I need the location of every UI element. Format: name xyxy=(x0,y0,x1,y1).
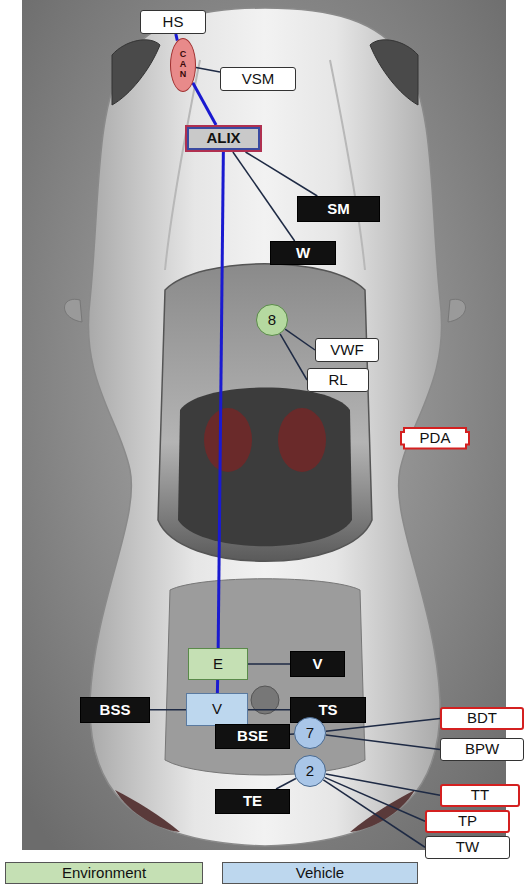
right-taillight xyxy=(350,790,415,832)
left-seat xyxy=(204,408,252,472)
module-box: BDT xyxy=(440,707,524,730)
glass-canopy xyxy=(158,264,372,562)
node-label: RL xyxy=(328,372,347,389)
node-label: W xyxy=(296,245,310,262)
connector-line xyxy=(285,329,315,350)
right-seat xyxy=(278,408,326,472)
node-label: V xyxy=(212,701,222,718)
node-label: ALIX xyxy=(206,130,240,147)
right-headlight xyxy=(370,40,418,105)
sensor-box: BSE xyxy=(215,724,290,749)
cockpit-interior xyxy=(178,388,352,547)
node-label: TE xyxy=(243,793,262,810)
module-box: VSM xyxy=(220,67,296,91)
node-label: TW xyxy=(456,839,479,856)
module-box: TW xyxy=(425,836,510,859)
sensor-box: SM xyxy=(297,196,380,222)
node-label: TS xyxy=(318,702,337,719)
legend-label: Environment xyxy=(62,865,146,882)
callout-number: 7 xyxy=(294,717,326,749)
node-label: 8 xyxy=(268,312,276,329)
bus-line xyxy=(218,152,223,648)
device-outline xyxy=(401,428,469,449)
controller-box: ALIX xyxy=(185,125,262,152)
environment-box: E xyxy=(188,648,248,680)
bus-ellipse: CAN xyxy=(170,38,196,92)
connector-line xyxy=(323,780,425,847)
node-label: 7 xyxy=(306,725,314,742)
legend-swatch: Vehicle xyxy=(222,862,418,884)
node-label: VSM xyxy=(242,71,275,88)
callout-number: 2 xyxy=(294,755,326,787)
legend-swatch: Environment xyxy=(5,862,203,884)
node-label: VWF xyxy=(330,342,363,359)
connector-line xyxy=(248,663,290,665)
connector-line xyxy=(326,735,440,749)
node-label: V xyxy=(312,656,322,673)
connector-line xyxy=(233,152,295,241)
node-label: BSE xyxy=(237,728,268,745)
module-box: TT xyxy=(440,784,520,807)
bus-line xyxy=(193,83,216,125)
node-label: PDA xyxy=(420,430,451,447)
module-box: VWF xyxy=(315,338,379,362)
node-label: TT xyxy=(471,787,489,804)
sensor-box: TE xyxy=(215,789,290,814)
module-box: RL xyxy=(307,368,369,392)
sensor-box: BSS xyxy=(80,697,150,723)
left-mirror xyxy=(65,299,83,322)
left-headlight xyxy=(112,40,160,105)
connector-line xyxy=(196,67,220,71)
connector-line xyxy=(246,152,318,196)
device-box: PDA xyxy=(400,427,470,450)
node-label: BDT xyxy=(467,710,497,727)
node-label: BPW xyxy=(465,741,499,758)
sensor-box: V xyxy=(290,651,345,677)
photo-background xyxy=(22,0,506,850)
vehicle-box: V xyxy=(186,693,248,726)
node-label: CAN xyxy=(179,50,188,80)
sensor-box: W xyxy=(270,241,336,265)
connector-line xyxy=(280,334,307,380)
callout-number: 8 xyxy=(256,304,288,336)
module-box: BPW xyxy=(440,738,524,761)
right-mirror xyxy=(448,299,466,322)
node-label: HS xyxy=(163,14,184,31)
node-label: BSS xyxy=(100,702,131,719)
left-taillight xyxy=(115,790,180,832)
node-label: TP xyxy=(458,813,477,830)
connector-line xyxy=(150,709,186,711)
engine-cover xyxy=(165,579,365,775)
bus-line xyxy=(216,680,219,693)
node-label: E xyxy=(213,656,223,673)
module-box: TP xyxy=(425,810,510,833)
connector-line xyxy=(248,709,290,711)
node-label: 2 xyxy=(306,763,314,780)
hood-crease xyxy=(330,60,365,270)
node-label: SM xyxy=(327,201,350,218)
legend-label: Vehicle xyxy=(296,865,344,882)
bus-box: HS xyxy=(140,10,206,34)
connector-line xyxy=(276,778,296,789)
